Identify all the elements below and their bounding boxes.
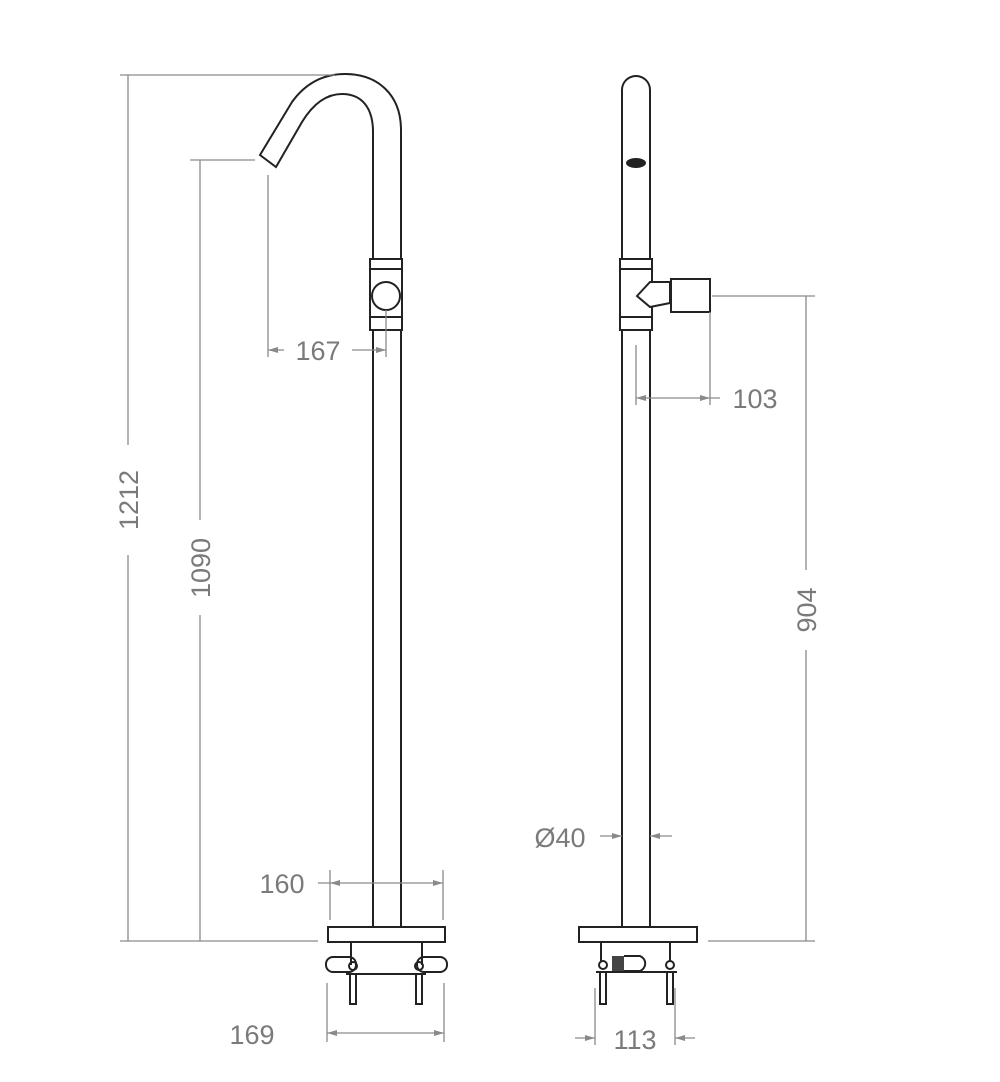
base-plate-side <box>578 926 698 943</box>
handle-lever[interactable] <box>635 281 671 309</box>
dimension-904: 904 <box>708 295 822 942</box>
dim-label-167: 167 <box>295 336 340 366</box>
mounting-kit-side <box>596 942 677 1005</box>
spout-side-outline <box>621 75 651 260</box>
dim-label-1090: 1090 <box>186 538 216 598</box>
dim-label-diameter-40: Ø40 <box>534 823 585 853</box>
dim-label-103: 103 <box>732 384 777 414</box>
dimension-167: 167 <box>267 175 387 366</box>
dim-label-113: 113 <box>613 1025 656 1055</box>
base-plate <box>327 926 446 943</box>
handle-knob[interactable] <box>371 281 401 311</box>
pipe-side <box>621 329 651 928</box>
dimension-1090: 1090 <box>186 159 255 941</box>
dim-label-1212: 1212 <box>114 470 144 530</box>
dim-label-169: 169 <box>229 1020 274 1050</box>
mounting-kit <box>325 942 448 1005</box>
dimension-1212: 1212 <box>114 74 335 942</box>
dimension-103: 103 <box>635 312 778 414</box>
front-view <box>258 72 448 1005</box>
spout-outline <box>258 72 402 260</box>
dimension-169: 169 <box>229 983 445 1050</box>
pipe <box>372 329 402 928</box>
dim-label-904: 904 <box>792 587 822 632</box>
handle-grip[interactable] <box>670 278 711 313</box>
side-view <box>578 75 711 1005</box>
aerator <box>626 158 646 168</box>
dimension-diameter-40: Ø40 <box>534 823 672 853</box>
dim-label-160: 160 <box>259 869 304 899</box>
dimension-113: 113 <box>575 988 695 1055</box>
dimension-160: 160 <box>259 869 444 920</box>
